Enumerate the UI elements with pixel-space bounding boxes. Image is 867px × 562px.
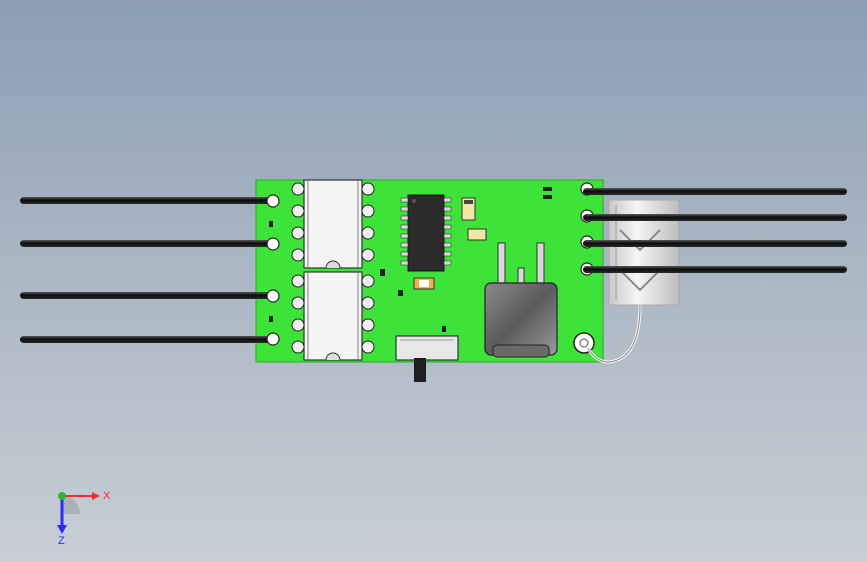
slide-switch[interactable] <box>395 335 459 382</box>
left-wires <box>20 197 272 343</box>
wire <box>583 188 847 195</box>
resistor <box>269 316 273 322</box>
left-solder-pads <box>266 194 280 346</box>
smd-component <box>398 290 403 296</box>
right-wires <box>583 188 847 273</box>
wire <box>20 336 272 343</box>
relay-top <box>303 179 363 269</box>
wire <box>583 266 847 273</box>
z-axis-label: Z <box>58 535 65 546</box>
wire <box>583 240 847 247</box>
relay-pins-left <box>291 182 305 354</box>
wire <box>20 240 272 247</box>
wire <box>20 197 272 204</box>
smd-component <box>380 269 385 276</box>
solder-pad <box>266 194 280 208</box>
relay-bottom <box>303 271 363 361</box>
smd-component <box>543 195 552 199</box>
smd-component <box>442 326 446 332</box>
voltage-regulator <box>484 242 558 358</box>
smd-capacitor <box>467 228 487 241</box>
orientation-triad: X Z <box>57 490 111 546</box>
wire <box>583 214 847 221</box>
ic-pins <box>400 197 452 266</box>
solder-pad <box>266 237 280 251</box>
smd-component <box>543 187 552 191</box>
resistor <box>269 221 273 227</box>
solder-pad <box>266 289 280 303</box>
solder-pad <box>266 332 280 346</box>
wire <box>20 292 272 299</box>
switch-lever[interactable] <box>414 358 426 382</box>
relay-pins-right <box>361 182 375 354</box>
ic-chip <box>407 194 445 272</box>
x-axis-label: X <box>103 490 111 502</box>
y-axis-dot <box>58 492 66 500</box>
